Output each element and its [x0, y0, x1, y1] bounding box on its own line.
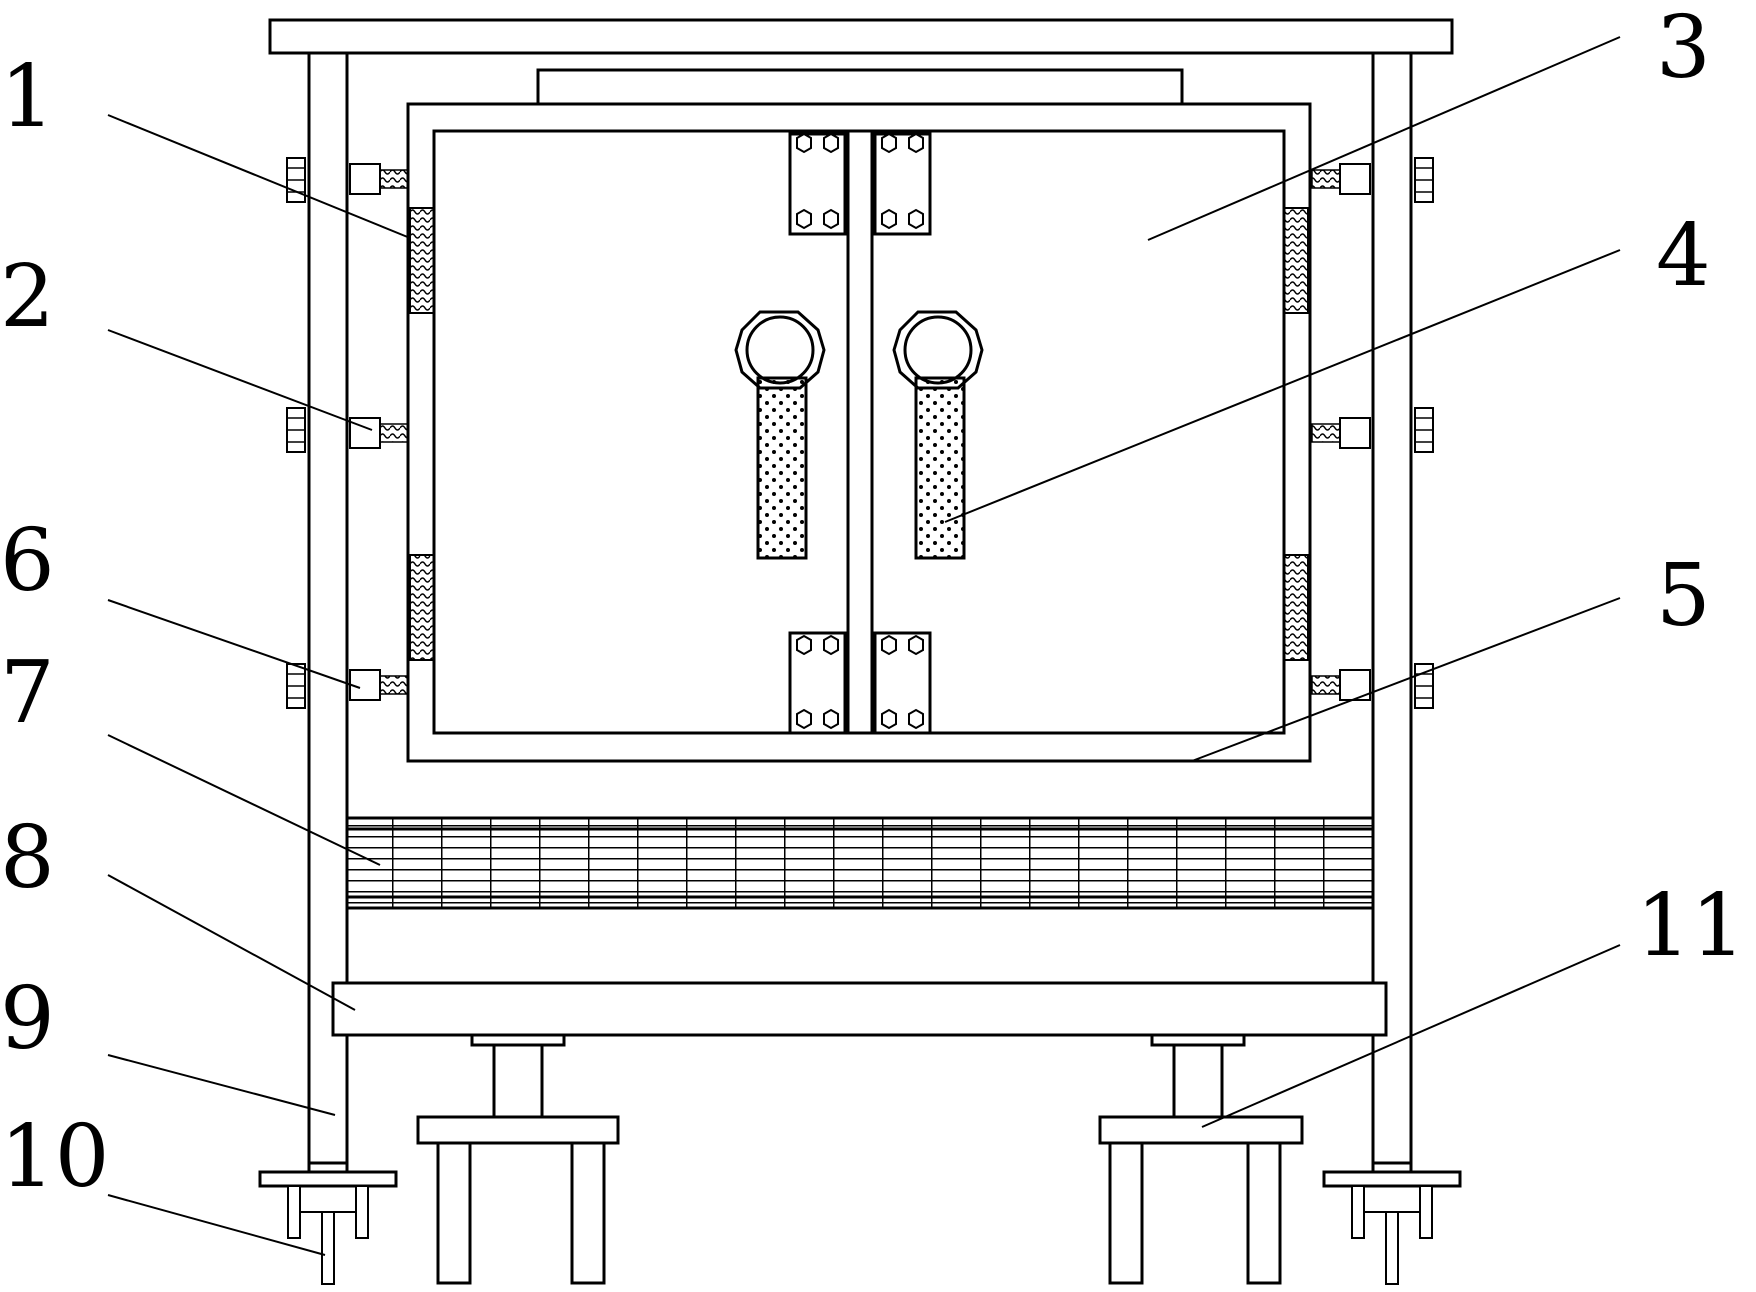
leader-1: [107, 114, 411, 239]
handle-left: [734, 310, 826, 560]
leader-8: [107, 874, 356, 1011]
callout-6: 6: [0, 511, 55, 611]
leader-4: [944, 249, 1621, 523]
leader-2: [107, 329, 373, 431]
callout-labels: 1 2 6 7 8 9 10 3 4 5 11: [0, 0, 1745, 1207]
right-fixings: [1311, 157, 1434, 709]
stand-right: [1098, 1033, 1304, 1285]
stand-left: [416, 1033, 620, 1285]
foot-clamp-left: [258, 1161, 398, 1285]
top-plate: [268, 18, 1454, 55]
center-divider: [846, 129, 874, 735]
leader-9: [107, 1054, 336, 1116]
leader-3: [1147, 36, 1621, 241]
hinge-top-right: [873, 132, 932, 236]
hinge-bottom-right: [873, 631, 932, 735]
base-plate: [331, 981, 1388, 1037]
callout-9: 9: [0, 969, 55, 1069]
leader-6: [107, 599, 361, 689]
leader-11: [1201, 944, 1621, 1128]
mesh-panel: [345, 816, 1375, 910]
cushion-strips: [409, 207, 1309, 661]
callout-4: 4: [1656, 206, 1711, 306]
callout-7: 7: [0, 643, 55, 743]
callout-5: 5: [1656, 546, 1711, 646]
callout-3: 3: [1656, 0, 1711, 98]
hinge-bottom-left: [788, 631, 847, 735]
leader-7: [107, 734, 381, 866]
leader-lines: [107, 36, 1621, 1256]
callout-11: 11: [1636, 876, 1745, 976]
callout-10: 10: [0, 1107, 109, 1207]
callout-8: 8: [0, 808, 55, 908]
left-fixings: [286, 157, 409, 709]
handle-right: [892, 310, 984, 560]
leader-10: [107, 1194, 326, 1256]
hinge-top-left: [788, 132, 847, 236]
callout-2: 2: [0, 247, 55, 347]
leader-5: [1191, 597, 1621, 762]
foot-clamp-right: [1322, 1161, 1462, 1285]
callout-1: 1: [0, 47, 55, 147]
top-block: [536, 68, 1184, 106]
